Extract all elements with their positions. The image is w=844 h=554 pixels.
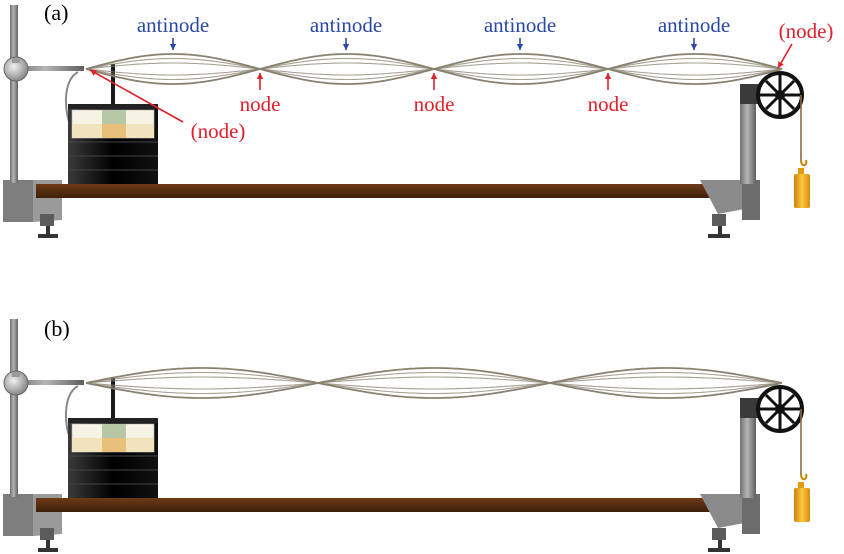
node-label-3: node — [588, 92, 629, 116]
end-node-label-left: (node) — [191, 119, 246, 143]
node-arrows — [256, 73, 612, 90]
wave-snapshot-6 — [85, 53, 783, 85]
wave-snapshot-1 — [85, 367, 783, 399]
node-arrow-3-head — [604, 73, 612, 79]
standing-wave-b — [85, 367, 783, 399]
end-node-label-right: (node) — [779, 19, 834, 43]
panel-label-b: (b) — [44, 316, 70, 341]
panel-a: (a) antinode antinode antinode antinode … — [1, 0, 834, 240]
antinode-arrows — [169, 38, 698, 50]
antinode-arrow-4-head — [690, 44, 698, 50]
antinode-arrow-2-head — [342, 44, 350, 50]
wave-snapshot-5 — [85, 371, 783, 395]
apparatus-b — [1, 317, 812, 554]
wave-snapshot-6 — [85, 367, 783, 399]
wave-snapshot-2 — [85, 371, 783, 395]
apparatus-a — [1, 3, 812, 240]
end-node-arrow-right-head — [778, 61, 784, 68]
antinode-arrow-1-head — [169, 44, 177, 50]
node-label-1: node — [240, 92, 281, 116]
end-node-arrows — [89, 43, 793, 123]
antinode-label-4: antinode — [658, 13, 730, 37]
panel-label-a: (a) — [44, 0, 68, 25]
wave-snapshot-3 — [85, 376, 783, 390]
standing-wave-a — [85, 53, 783, 85]
antinode-arrow-3-head — [516, 44, 524, 50]
node-label-2: node — [414, 92, 455, 116]
node-arrow-2-head — [430, 73, 438, 79]
node-arrow-1-head — [256, 73, 264, 79]
wave-snapshot-4 — [85, 376, 783, 390]
end-node-arrow-left-head — [90, 70, 97, 76]
end-node-arrow-left-shaft — [89, 69, 184, 123]
antinode-label-1: antinode — [137, 13, 209, 37]
antinode-label-2: antinode — [310, 13, 382, 37]
antinode-label-3: antinode — [484, 13, 556, 37]
panel-b: (b) — [1, 316, 812, 554]
